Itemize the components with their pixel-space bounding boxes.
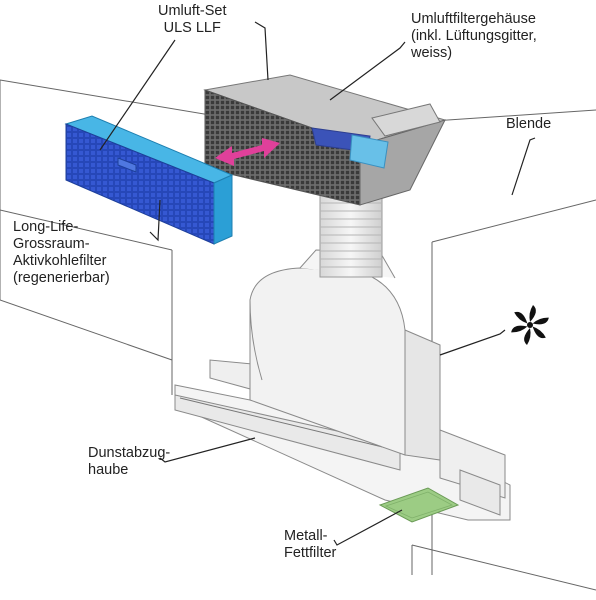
label-umluft-set-line2: ULS LLF xyxy=(163,20,221,36)
label-aktivkohlefilter-line1: Long-Life- xyxy=(13,219,79,235)
label-fettfilter: Metall- Fettfilter xyxy=(284,528,336,562)
label-fettfilter-line2: Fettfilter xyxy=(284,545,337,561)
leader-fettfilter xyxy=(333,509,403,546)
leader-fan xyxy=(439,329,506,356)
label-blende-line1: Blende xyxy=(506,116,552,132)
connecting-hose xyxy=(319,194,383,278)
activated-carbon-filter xyxy=(64,115,234,245)
leader-umluft-set-left xyxy=(99,39,176,151)
label-dunstabzugshaube-line2: haube xyxy=(88,462,129,478)
label-dunstabzugshaube: Dunstabzug- haube xyxy=(88,445,170,479)
leader-blende xyxy=(511,137,536,196)
label-filtergehaeuse: Umluftfiltergehäuse (inkl. Lüftungsgitte… xyxy=(411,11,537,62)
label-umluft-set: Umluft-Set ULS LLF xyxy=(158,3,227,37)
label-aktivkohlefilter-line3: Aktivkohlefilter xyxy=(13,253,107,269)
hood-body xyxy=(174,249,511,521)
label-umluft-set-line1: Umluft-Set xyxy=(158,3,227,19)
label-dunstabzugshaube-line1: Dunstabzug- xyxy=(88,445,171,461)
leader-aktivkohlefilter xyxy=(149,199,161,242)
fan-icon xyxy=(511,305,549,345)
label-filtergehaeuse-line2: (inkl. Lüftungsgitter, xyxy=(411,28,537,44)
label-fettfilter-line1: Metall- xyxy=(284,528,328,544)
label-filtergehaeuse-line1: Umluftfiltergehäuse xyxy=(411,11,536,27)
label-aktivkohlefilter-line4: (regenerierbar) xyxy=(13,270,110,286)
label-blende: Blende xyxy=(506,116,551,133)
leader-dunstabzugshaube xyxy=(159,437,256,463)
leader-umluft-set-right xyxy=(254,21,269,81)
recirculation-filter-housing xyxy=(203,74,447,206)
metal-grease-filter xyxy=(378,487,460,523)
label-filtergehaeuse-line3: weiss) xyxy=(411,45,453,61)
label-aktivkohlefilter: Long-Life- Grossraum- Aktivkohlefilter (… xyxy=(13,219,110,287)
double-arrow-icon xyxy=(215,138,280,166)
leader-lines xyxy=(99,21,536,546)
label-aktivkohlefilter-line2: Grossraum- xyxy=(13,236,90,252)
leader-filtergehaeuse xyxy=(329,41,406,101)
